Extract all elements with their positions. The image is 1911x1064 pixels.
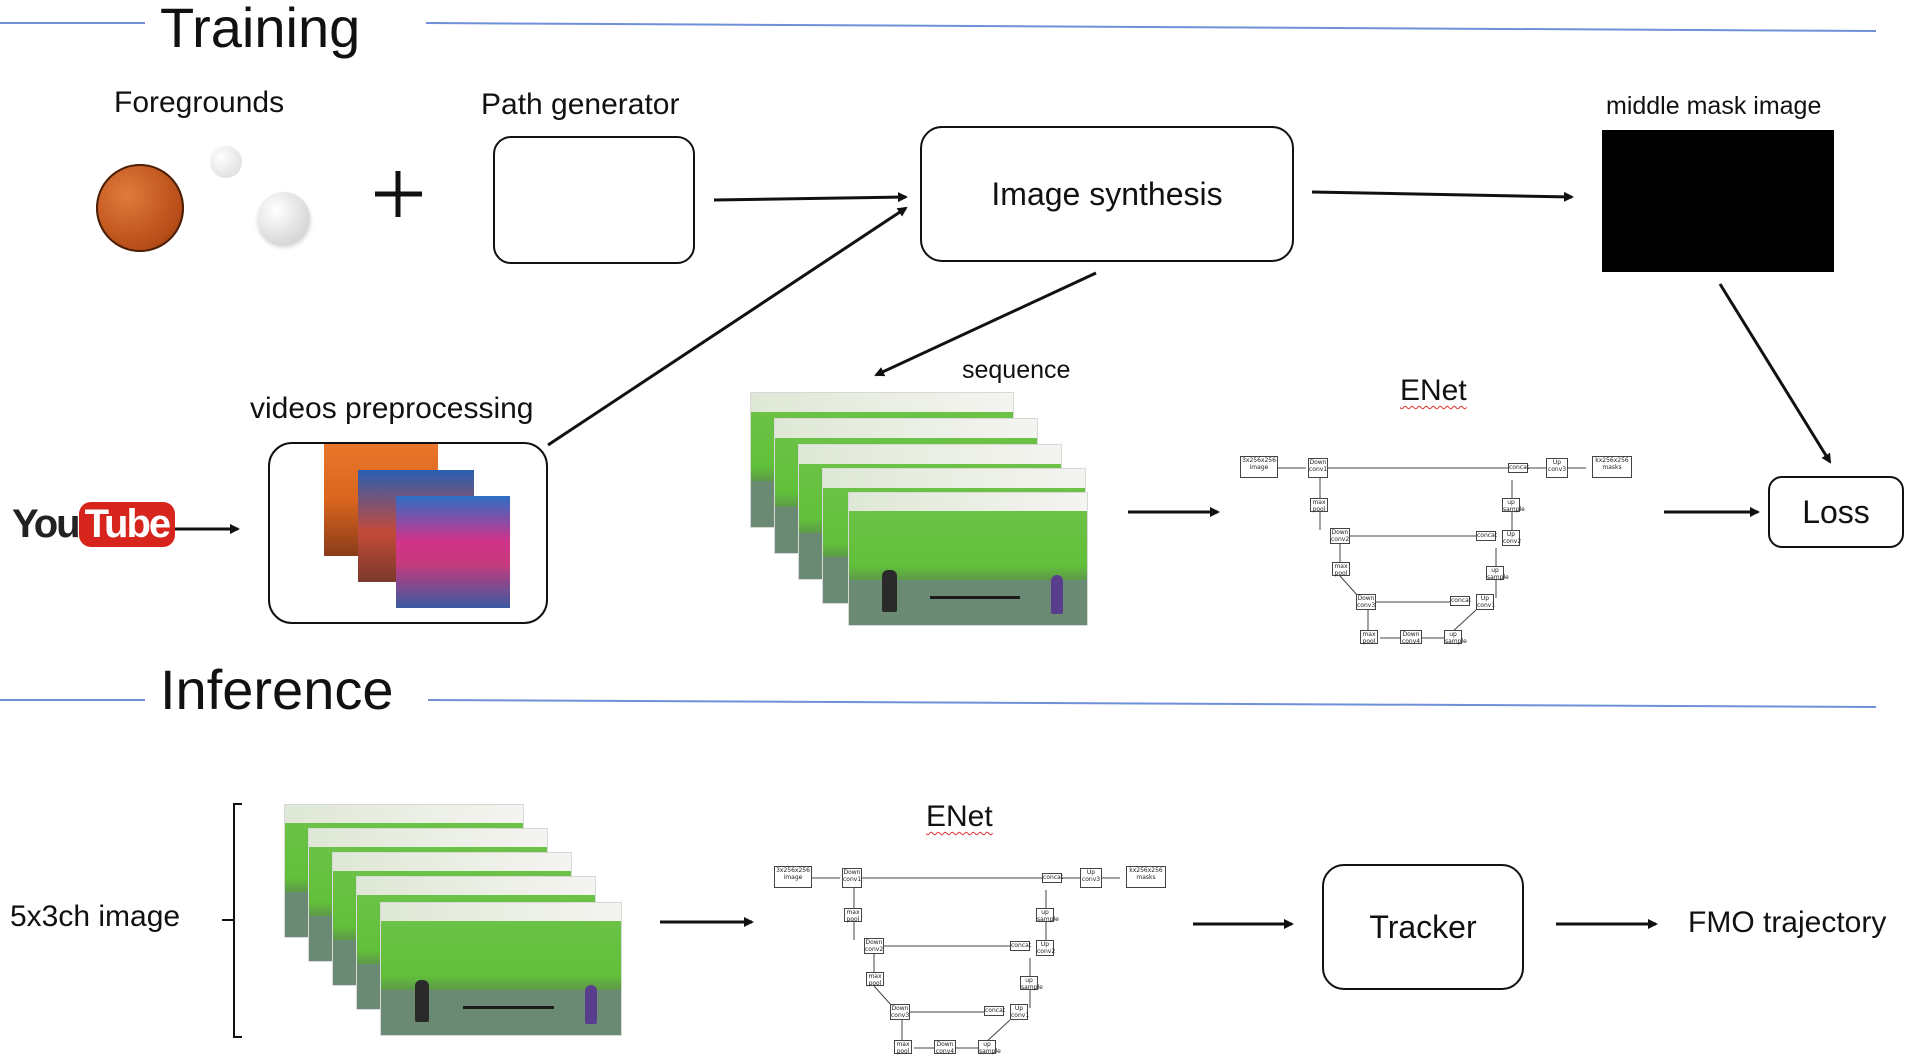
enet-upsample1-block: up sample (1444, 630, 1467, 645)
path-generator-label: Path generator (481, 88, 680, 121)
enet-input-block: 3x256x256 image (774, 866, 812, 888)
training-rule-right (425, 22, 1877, 32)
enet-concat2-block: concat (1010, 941, 1032, 951)
pingpong-ball-icon (210, 146, 242, 178)
enet-upsample2-block: up sample (1020, 976, 1043, 991)
enet-training-wires (1278, 467, 1586, 639)
enet-upsample3-block: up sample (1502, 498, 1525, 513)
enet-output-block: kx256x256 masks (1126, 866, 1166, 888)
golf-ball-icon (258, 192, 310, 244)
enet-upconv1-block: Up conv1 (1010, 1004, 1030, 1020)
enet-inference-wires (812, 877, 1120, 1049)
enet-concat1-block: concat (1450, 596, 1472, 606)
enet-concat3-block: concat (1508, 463, 1530, 473)
videos-preprocessing-label: videos preprocessing (250, 392, 534, 425)
enet-down3-block: Down conv3 (890, 1004, 910, 1020)
enet-diagram-training: 3x256x256 image Down conv1 max pool Down… (1240, 452, 1640, 652)
youtube-you-text: You (12, 502, 81, 546)
basketball-icon (96, 164, 184, 252)
path-generator-box (493, 136, 695, 264)
youtube-logo: You Tube (12, 502, 176, 547)
image-synthesis-box: Image synthesis (920, 126, 1294, 262)
foregrounds-label: Foregrounds (114, 86, 285, 119)
enet-upsample3-block: up sample (1036, 908, 1059, 923)
inference-frame-5 (380, 902, 622, 1036)
enet-down4-block: Down conv4 (1400, 630, 1422, 645)
enet-pool1-block: max pool (1310, 498, 1328, 513)
enet-pool2-block: max pool (1332, 562, 1350, 577)
sequence-frame-5 (848, 492, 1088, 626)
inference-input-label: 5x3ch image (10, 900, 181, 933)
enet-upconv3-block: Up conv3 (1546, 458, 1568, 478)
sequence-label: sequence (962, 356, 1071, 384)
tracker-text: Tracker (1369, 908, 1477, 945)
arrow-videos-to-synthesis (547, 206, 908, 447)
enet-concat3-block: concat (1042, 873, 1064, 883)
inference-rule-right (427, 699, 1877, 708)
enet-output-block: kx256x256 masks (1592, 456, 1632, 478)
loss-text: Loss (1802, 493, 1870, 530)
arrow-mask-to-loss (1718, 283, 1832, 464)
enet-down1-block: Down conv1 (1308, 458, 1328, 478)
enet-down4-block: Down conv4 (934, 1040, 956, 1055)
arrow-synthesis-to-mask (1311, 190, 1574, 202)
image-synthesis-text: Image synthesis (991, 175, 1223, 212)
inference-title: Inference (160, 658, 394, 721)
enet-upconv2-block: Up conv2 (1036, 940, 1056, 956)
arrow-path-to-synthesis (713, 192, 908, 203)
enet-diagram-inference: 3x256x256 image Down conv1 max pool Down… (774, 864, 1174, 1064)
enet-upconv1-block: Up conv1 (1476, 594, 1496, 610)
loss-box: Loss (1768, 476, 1904, 548)
tracker-box: Tracker (1322, 864, 1524, 990)
youtube-tube-text: Tube (78, 502, 176, 547)
enet-upsample1-block: up sample (978, 1040, 1001, 1055)
enet-down2-block: Down conv2 (864, 938, 884, 954)
middle-mask-label: middle mask image (1606, 92, 1822, 120)
arrow-synthesis-to-sequence (874, 271, 1097, 377)
video-thumb-3 (396, 496, 510, 608)
middle-mask-image (1602, 130, 1834, 272)
enet-label-inference: ENet (926, 800, 993, 833)
input-bracket (222, 803, 242, 1038)
enet-down3-block: Down conv3 (1356, 594, 1376, 610)
enet-concat1-block: concat (984, 1006, 1006, 1016)
enet-down2-block: Down conv2 (1330, 528, 1350, 544)
training-title: Training (160, 0, 361, 59)
enet-upsample2-block: up sample (1486, 566, 1509, 581)
enet-pool2-block: max pool (866, 972, 884, 987)
enet-down1-block: Down conv1 (842, 868, 862, 888)
enet-input-block: 3x256x256 image (1240, 456, 1278, 478)
enet-pool3-block: max pool (1360, 630, 1378, 645)
fmo-trajectory-label: FMO trajectory (1688, 906, 1887, 939)
enet-concat2-block: concat (1476, 531, 1498, 541)
enet-upconv3-block: Up conv3 (1080, 868, 1102, 888)
enet-upconv2-block: Up conv2 (1502, 530, 1522, 546)
enet-pool3-block: max pool (894, 1040, 912, 1055)
enet-pool1-block: max pool (844, 908, 862, 923)
enet-label-training: ENet (1400, 374, 1467, 407)
